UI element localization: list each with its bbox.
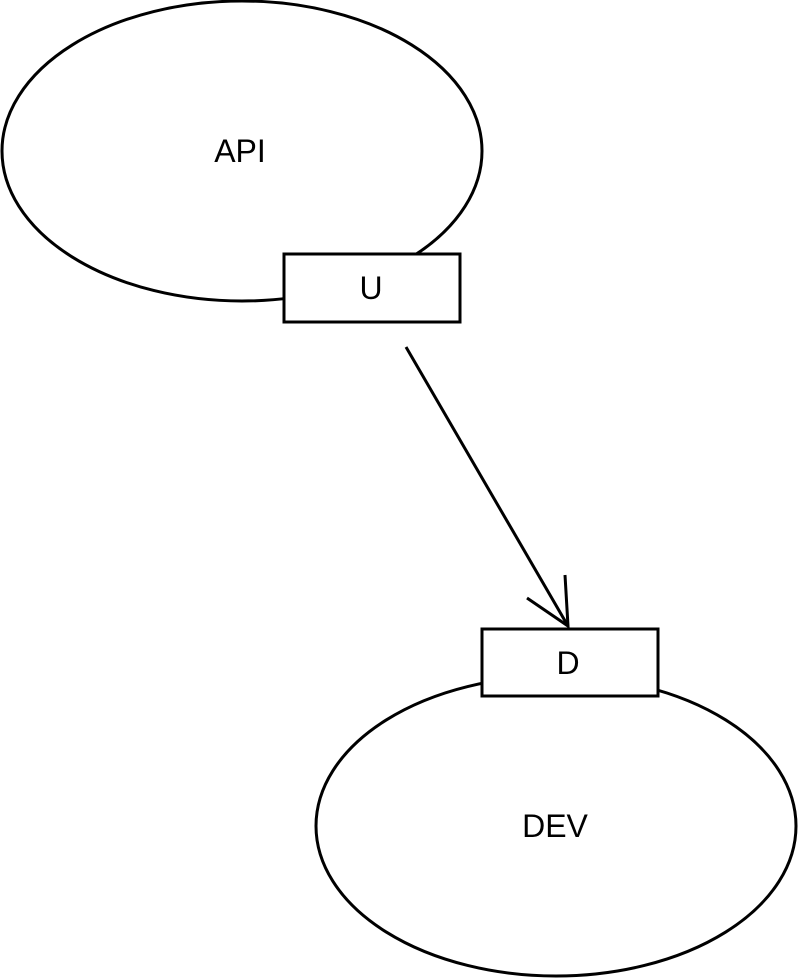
- api-node-label: API: [214, 133, 266, 169]
- api-node[interactable]: API: [0, 0, 484, 303]
- upstream-downstream-connector[interactable]: [404, 346, 570, 629]
- arrowhead-icon: [526, 574, 570, 629]
- upstream-port[interactable]: U: [282, 252, 462, 324]
- dev-node-label: DEV: [522, 808, 588, 844]
- downstream-port[interactable]: D: [480, 627, 660, 698]
- connector-line: [404, 346, 570, 627]
- downstream-port-label: D: [556, 645, 579, 681]
- downstream-port-box: [480, 627, 660, 698]
- upstream-port-label: U: [359, 270, 382, 306]
- dev-node[interactable]: DEV: [314, 674, 798, 978]
- upstream-port-box: [282, 252, 462, 324]
- api-node-shape: [0, 0, 484, 303]
